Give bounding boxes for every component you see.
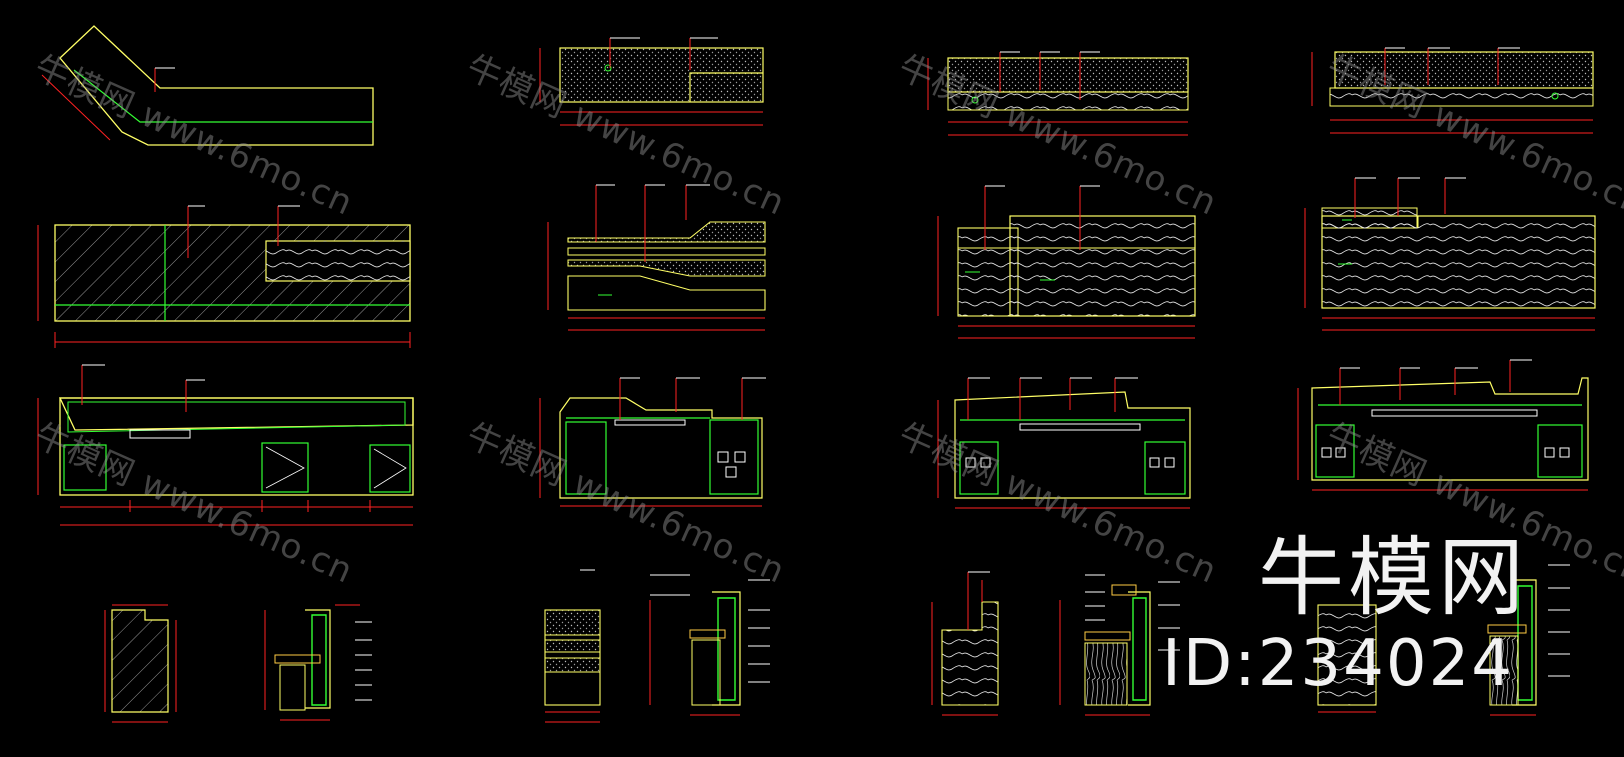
- elevation-view-1: [37, 205, 411, 348]
- section-view-1b: [264, 604, 372, 721]
- elevation-view-4a: [1311, 47, 1594, 134]
- section-view-2a: [544, 569, 601, 723]
- elevation-view-2b: [547, 184, 766, 331]
- section-view-4b: [1487, 564, 1570, 716]
- elevation-view-3b: [937, 185, 1196, 339]
- section-view-4a: [1317, 604, 1377, 713]
- elevation-view-2a: [539, 37, 764, 126]
- section-view-1a: [104, 604, 177, 723]
- section-view-3b: [1059, 574, 1180, 716]
- section-view-2b: [649, 574, 770, 716]
- brand-logo: 牛模网: [1258, 528, 1528, 628]
- front-elevation-2: [539, 377, 766, 507]
- front-elevation-1: [37, 364, 414, 526]
- elevation-view-4b: [1304, 177, 1596, 331]
- front-elevation-3: [937, 377, 1191, 509]
- section-view-3a: [931, 571, 999, 716]
- front-elevation-4: [1297, 359, 1589, 491]
- plan-view-1: [41, 25, 374, 146]
- elevation-view-3a: [927, 51, 1189, 136]
- model-id-label: ID:234024: [1161, 627, 1514, 701]
